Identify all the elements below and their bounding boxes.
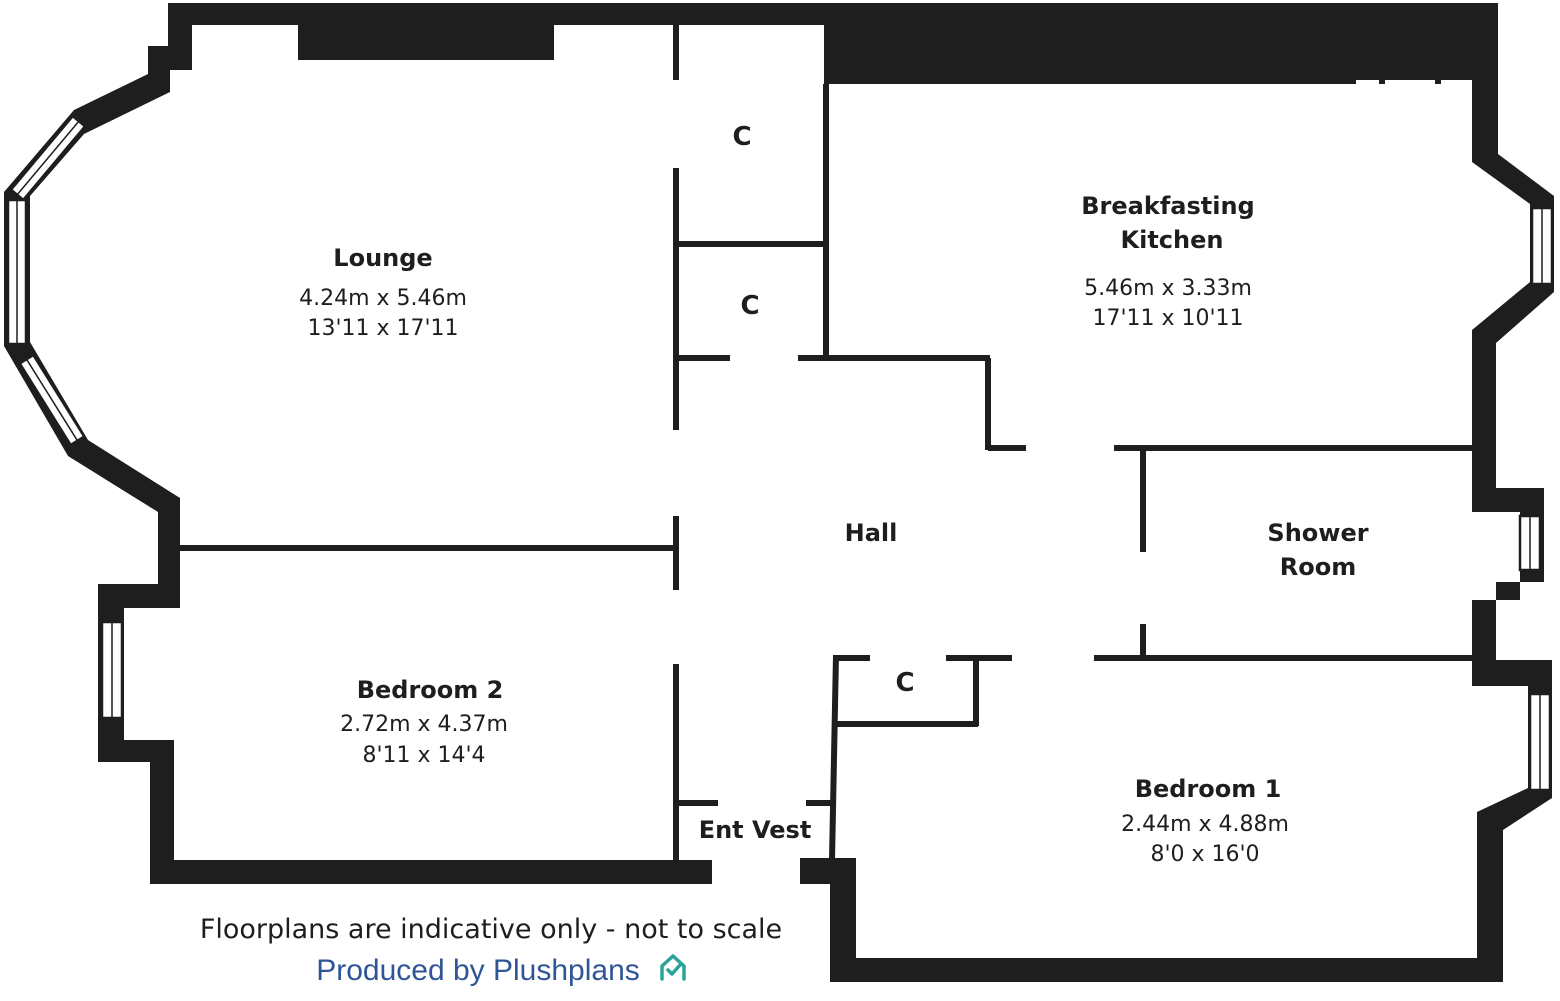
lounge-top-recess [298, 3, 554, 60]
room-bedroom1: Bedroom 1 2.44m x 4.88m 8'0 x 16'0 [1121, 775, 1289, 867]
ent-vest-name: Ent Vest [699, 816, 812, 844]
closet-label-hall-upper: C [732, 122, 751, 152]
window-lounge-upper [9, 114, 87, 202]
room-bedroom2: Bedroom 2 2.72m x 4.37m 8'11 x 14'4 [340, 676, 508, 768]
footer: Floorplans are indicative only - not to … [200, 914, 782, 987]
kitchen-name-line2: Kitchen [1121, 226, 1224, 254]
window-kitchen [1530, 206, 1554, 286]
closet-labels: C C C C [732, 45, 1429, 698]
room-lounge: Lounge 4.24m x 5.46m 13'11 x 17'11 [299, 244, 467, 341]
kitchen-metric: 5.46m x 3.33m [1084, 276, 1252, 301]
hall-name: Hall [845, 519, 898, 547]
external-walls [4, 3, 1554, 982]
bedroom2-name: Bedroom 2 [357, 676, 504, 704]
kitchen-top-recess [824, 3, 1356, 84]
lounge-metric: 4.24m x 5.46m [299, 286, 467, 311]
room-shower: Shower Room [1267, 519, 1368, 581]
room-hall: Hall [845, 519, 898, 547]
bedroom1-name: Bedroom 1 [1135, 775, 1282, 803]
window-lounge-lower [18, 353, 86, 447]
window-lounge-middle [6, 198, 28, 346]
shower-name-line2: Room [1280, 553, 1356, 581]
kitchen-imperial: 17'11 x 10'11 [1092, 306, 1243, 331]
window-bedroom2 [100, 620, 124, 720]
right-upper-wall [1472, 3, 1498, 155]
lounge-name: Lounge [333, 244, 432, 272]
kitchen-name-line1: Breakfasting [1081, 192, 1254, 220]
bedroom2-imperial: 8'11 x 14'4 [362, 743, 485, 768]
closet-label-bedroom1: C [895, 668, 914, 698]
plushplans-house-icon [660, 954, 686, 981]
closet-label-hall-middle: C [740, 291, 759, 321]
credit-text: Produced by Plushplans [316, 954, 640, 987]
bedroom2-metric: 2.72m x 4.37m [340, 712, 508, 737]
room-kitchen: Breakfasting Kitchen 5.46m x 3.33m 17'11… [1081, 192, 1254, 331]
lounge-imperial: 13'11 x 17'11 [307, 316, 458, 341]
windows [6, 114, 1554, 792]
outer-wall [168, 3, 1554, 982]
window-bedroom1 [1528, 692, 1552, 792]
window-shower [1518, 514, 1542, 572]
room-ent-vest: Ent Vest [699, 816, 812, 844]
partition-walls [180, 25, 1472, 861]
bedroom1-imperial: 8'0 x 16'0 [1150, 842, 1259, 867]
disclaimer-text: Floorplans are indicative only - not to … [200, 914, 782, 945]
shower-name-line1: Shower [1267, 519, 1368, 547]
left-bay-wall [4, 3, 712, 884]
closet-label-kitchen: C [1410, 45, 1429, 75]
bedroom1-metric: 2.44m x 4.88m [1121, 812, 1289, 837]
